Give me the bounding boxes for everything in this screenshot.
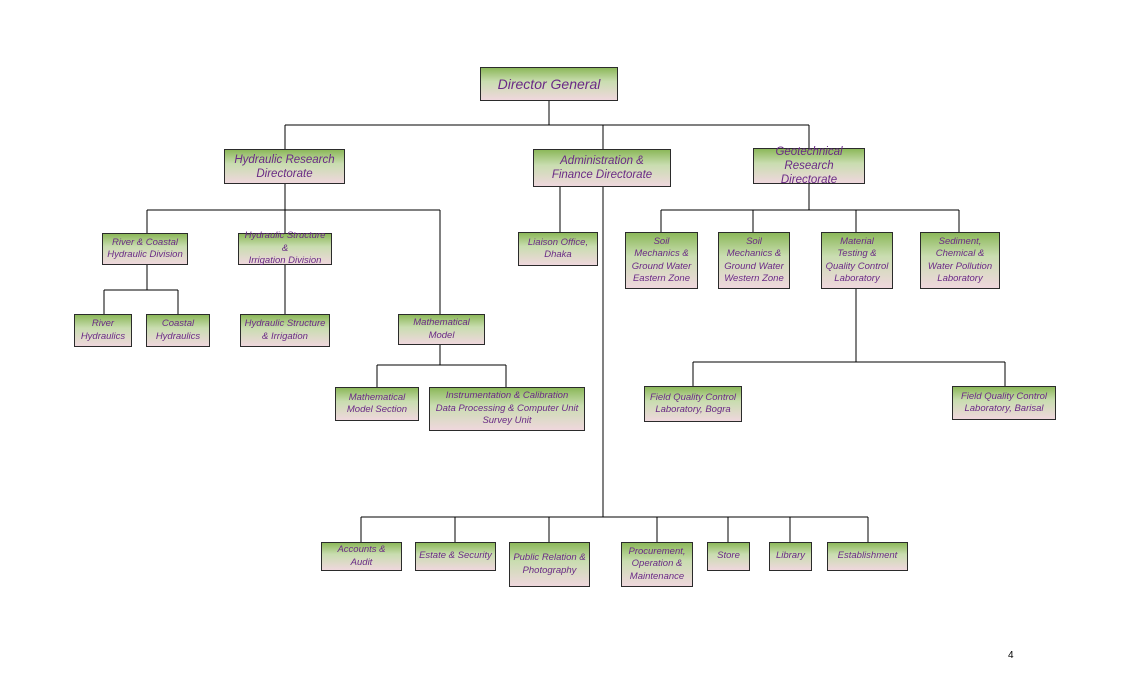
instrumentation-unit-box: Instrumentation & Calibration Data Proce… <box>429 387 585 431</box>
library-box: Library <box>769 542 812 571</box>
soil-western-box: Soil Mechanics & Ground Water Western Zo… <box>718 232 790 289</box>
mathematical-model-box: Mathematical Model <box>398 314 485 345</box>
establishment-box: Establishment <box>827 542 908 571</box>
coastal-hydraulics-box: Coastal Hydraulics <box>146 314 210 347</box>
geotechnical-research-directorate-box: Geotechnical Research Directorate <box>753 146 865 186</box>
public-relation-box: Public Relation & Photography <box>509 542 590 587</box>
connector-river-coastal <box>103 265 179 314</box>
hydraulic-structure-irrigation-box: Hydraulic Structure & Irrigation <box>240 314 330 347</box>
estate-security-box: Estate & Security <box>415 542 496 571</box>
connector-admin-units <box>360 516 869 542</box>
connector-hydraulic <box>146 184 441 314</box>
hydraulic-research-directorate-box: Hydraulic Research Directorate <box>224 149 345 184</box>
store-box: Store <box>707 542 750 571</box>
connector-math-model <box>376 345 507 387</box>
director-general-box: Director General <box>480 67 618 101</box>
sediment-lab-box: Sediment, Chemical & Water Pollution Lab… <box>920 232 1000 289</box>
page-number: 4 <box>1008 650 1014 661</box>
connector-admin <box>559 187 604 517</box>
accounts-audit-box: Accounts & Audit <box>321 542 402 571</box>
connector-geo <box>660 184 960 232</box>
connector-material <box>692 289 1006 386</box>
field-qc-bogra-box: Field Quality Control Laboratory, Bogra <box>644 386 742 422</box>
mathematical-model-section-box: Mathematical Model Section <box>335 387 419 421</box>
liaison-office-box: Liaison Office, Dhaka <box>518 232 598 266</box>
soil-eastern-box: Soil Mechanics & Ground Water Eastern Zo… <box>625 232 698 289</box>
field-qc-barisal-box: Field Quality Control Laboratory, Barisa… <box>952 386 1056 420</box>
admin-finance-directorate-box: Administration & Finance Directorate <box>533 149 671 187</box>
hydraulic-structure-division-box: Hydraulic Structure & Irrigation Divisio… <box>238 230 332 266</box>
river-hydraulics-box: River Hydraulics <box>74 314 132 347</box>
material-testing-box: Material Testing & Quality Control Labor… <box>821 232 893 289</box>
river-coastal-division-box: River & Coastal Hydraulic Division <box>102 233 188 265</box>
connector-dg <box>284 101 810 149</box>
procurement-box: Procurement, Operation & Maintenance <box>621 542 693 587</box>
